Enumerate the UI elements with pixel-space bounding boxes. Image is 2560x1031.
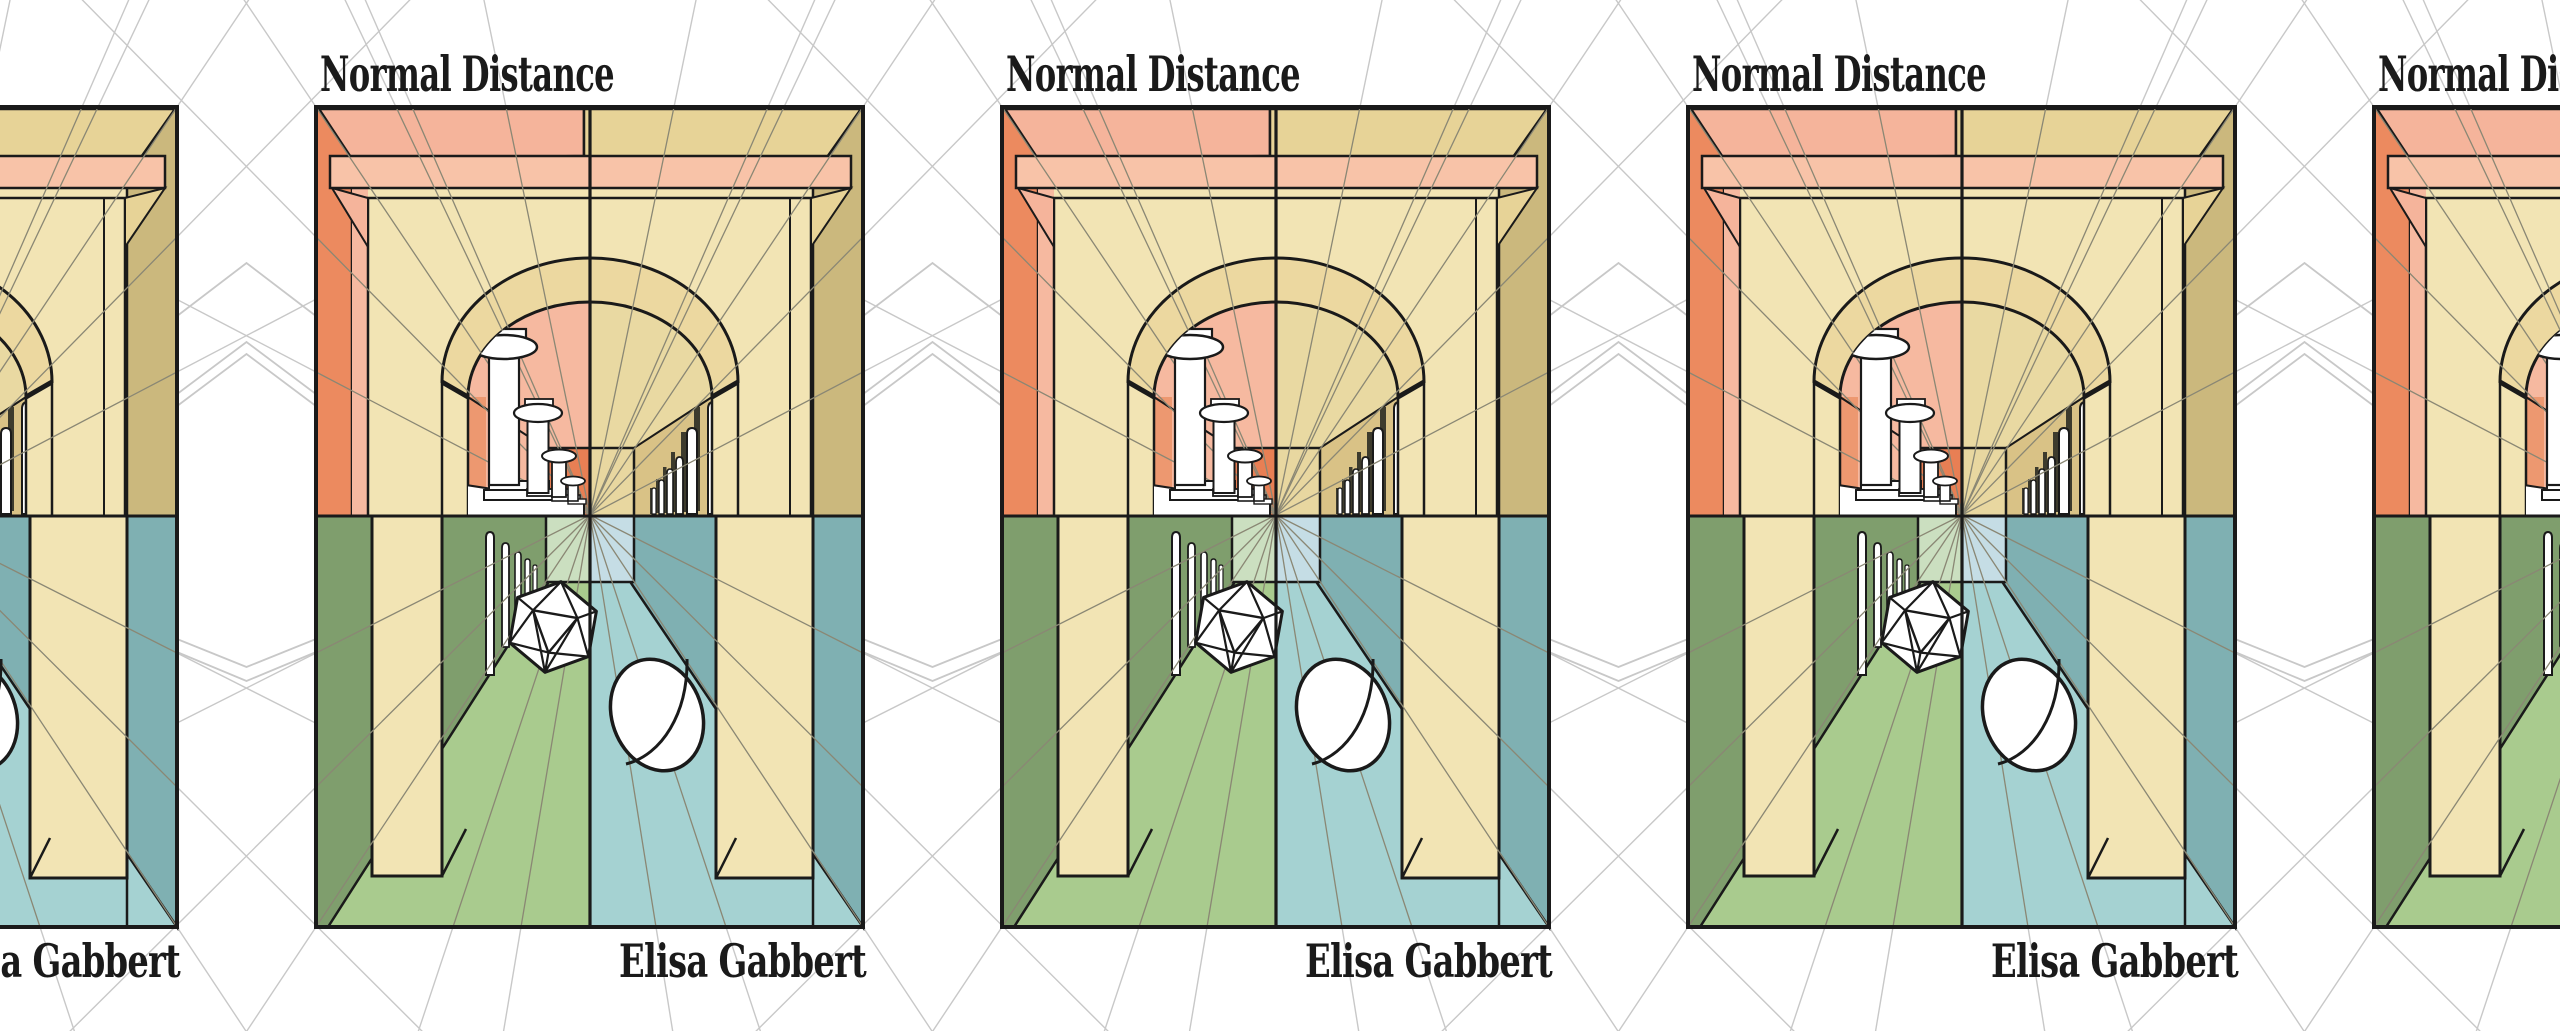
cover-tile-3: [1002, 45, 1553, 988]
cover-tile-4: [1688, 45, 2239, 988]
gap-chevron-lines: [173, 261, 2378, 682]
cover-tile-2: [316, 45, 867, 988]
cover-tile-1: [0, 45, 181, 988]
cover-tile-5: [2374, 45, 2560, 988]
